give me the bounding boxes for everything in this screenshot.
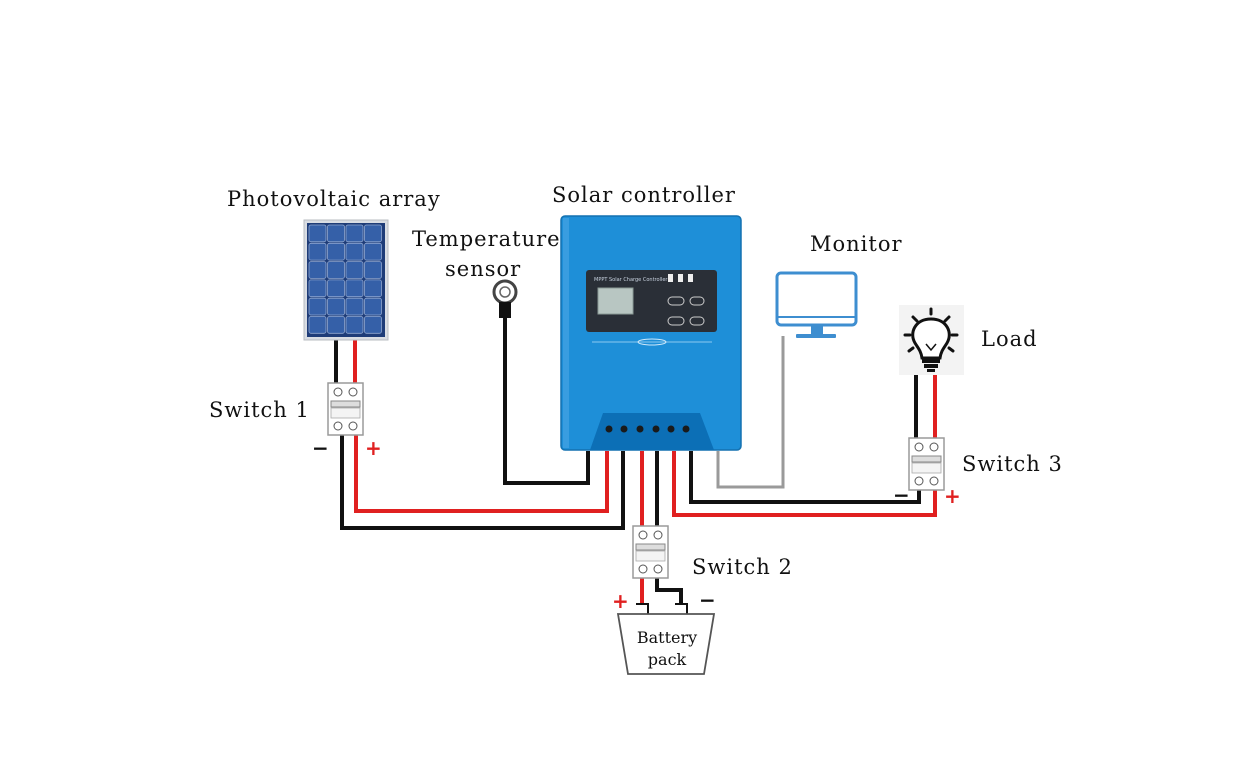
solar-panel-icon	[303, 219, 389, 341]
pv-cell	[345, 279, 364, 298]
temperature-sensor-icon	[492, 279, 518, 318]
battery-plus-sign: +	[612, 589, 629, 613]
pv-cell	[308, 242, 327, 261]
load-label: Load	[981, 327, 1038, 351]
switch3-label: Switch 3	[962, 452, 1063, 476]
pv-cell	[345, 261, 364, 279]
wire-switch1-black	[340, 433, 625, 530]
switch3-minus-sign: −	[893, 483, 910, 507]
pv-cell	[327, 279, 345, 298]
pv-cell	[364, 242, 382, 261]
battery-label-line1: Battery	[636, 628, 698, 647]
wire-switch1-red	[354, 433, 609, 513]
pv-cell	[327, 297, 345, 316]
pv-cell	[364, 279, 382, 298]
pv-cell	[327, 224, 345, 243]
pv-array-label: Photovoltaic array	[227, 187, 441, 211]
pv-cell	[345, 297, 364, 316]
temperature-sensor-label-line1: Temperature	[412, 227, 561, 251]
wires	[334, 318, 937, 604]
circuit-breaker-icon-switch2	[632, 525, 669, 579]
wire-switch3-red	[672, 451, 937, 517]
wire-monitor	[716, 336, 785, 489]
controller-panel	[586, 270, 717, 332]
pv-cell	[308, 224, 327, 243]
charge-controller-icon: MPPT Solar Charge Controller	[560, 215, 742, 451]
pv-cell	[308, 297, 327, 316]
wire-battery-black	[655, 578, 683, 604]
pv-cell	[364, 297, 382, 316]
pv-cell	[345, 316, 364, 334]
pv-cell	[327, 261, 345, 279]
circuit-breaker-icon-switch1	[327, 382, 364, 436]
solar-controller-label: Solar controller	[552, 183, 736, 207]
wire-switch3-black	[689, 451, 921, 504]
controller-lcd	[597, 287, 634, 315]
circuit-breaker-icon-switch3	[908, 437, 945, 491]
switch3-plus-sign: +	[944, 484, 961, 508]
switch2-label: Switch 2	[692, 555, 793, 579]
pv-cell	[308, 279, 327, 298]
battery-minus-sign: −	[699, 588, 716, 612]
switch1-minus-sign: −	[312, 436, 329, 460]
light-bulb-icon	[899, 305, 964, 375]
pv-cell	[308, 261, 327, 279]
pv-cell	[364, 224, 382, 243]
pv-cell	[345, 224, 364, 243]
pv-cell	[345, 242, 364, 261]
pv-cell	[308, 316, 327, 334]
temperature-sensor-label-line2: sensor	[445, 257, 522, 281]
monitor-icon	[775, 271, 858, 338]
pv-cell	[327, 242, 345, 261]
pv-cell	[327, 316, 345, 334]
wire-sensor	[503, 318, 590, 485]
svg-text:MPPT Solar Charge Controller: MPPT Solar Charge Controller	[594, 277, 668, 283]
pv-cell	[364, 316, 382, 334]
controller-terminal-block	[590, 413, 714, 450]
switch1-label: Switch 1	[209, 398, 310, 422]
battery-icon	[616, 603, 716, 675]
battery-label-line2: pack	[647, 650, 687, 669]
switch1-plus-sign: +	[365, 436, 382, 460]
monitor-label: Monitor	[810, 232, 903, 256]
pv-cell	[364, 261, 382, 279]
